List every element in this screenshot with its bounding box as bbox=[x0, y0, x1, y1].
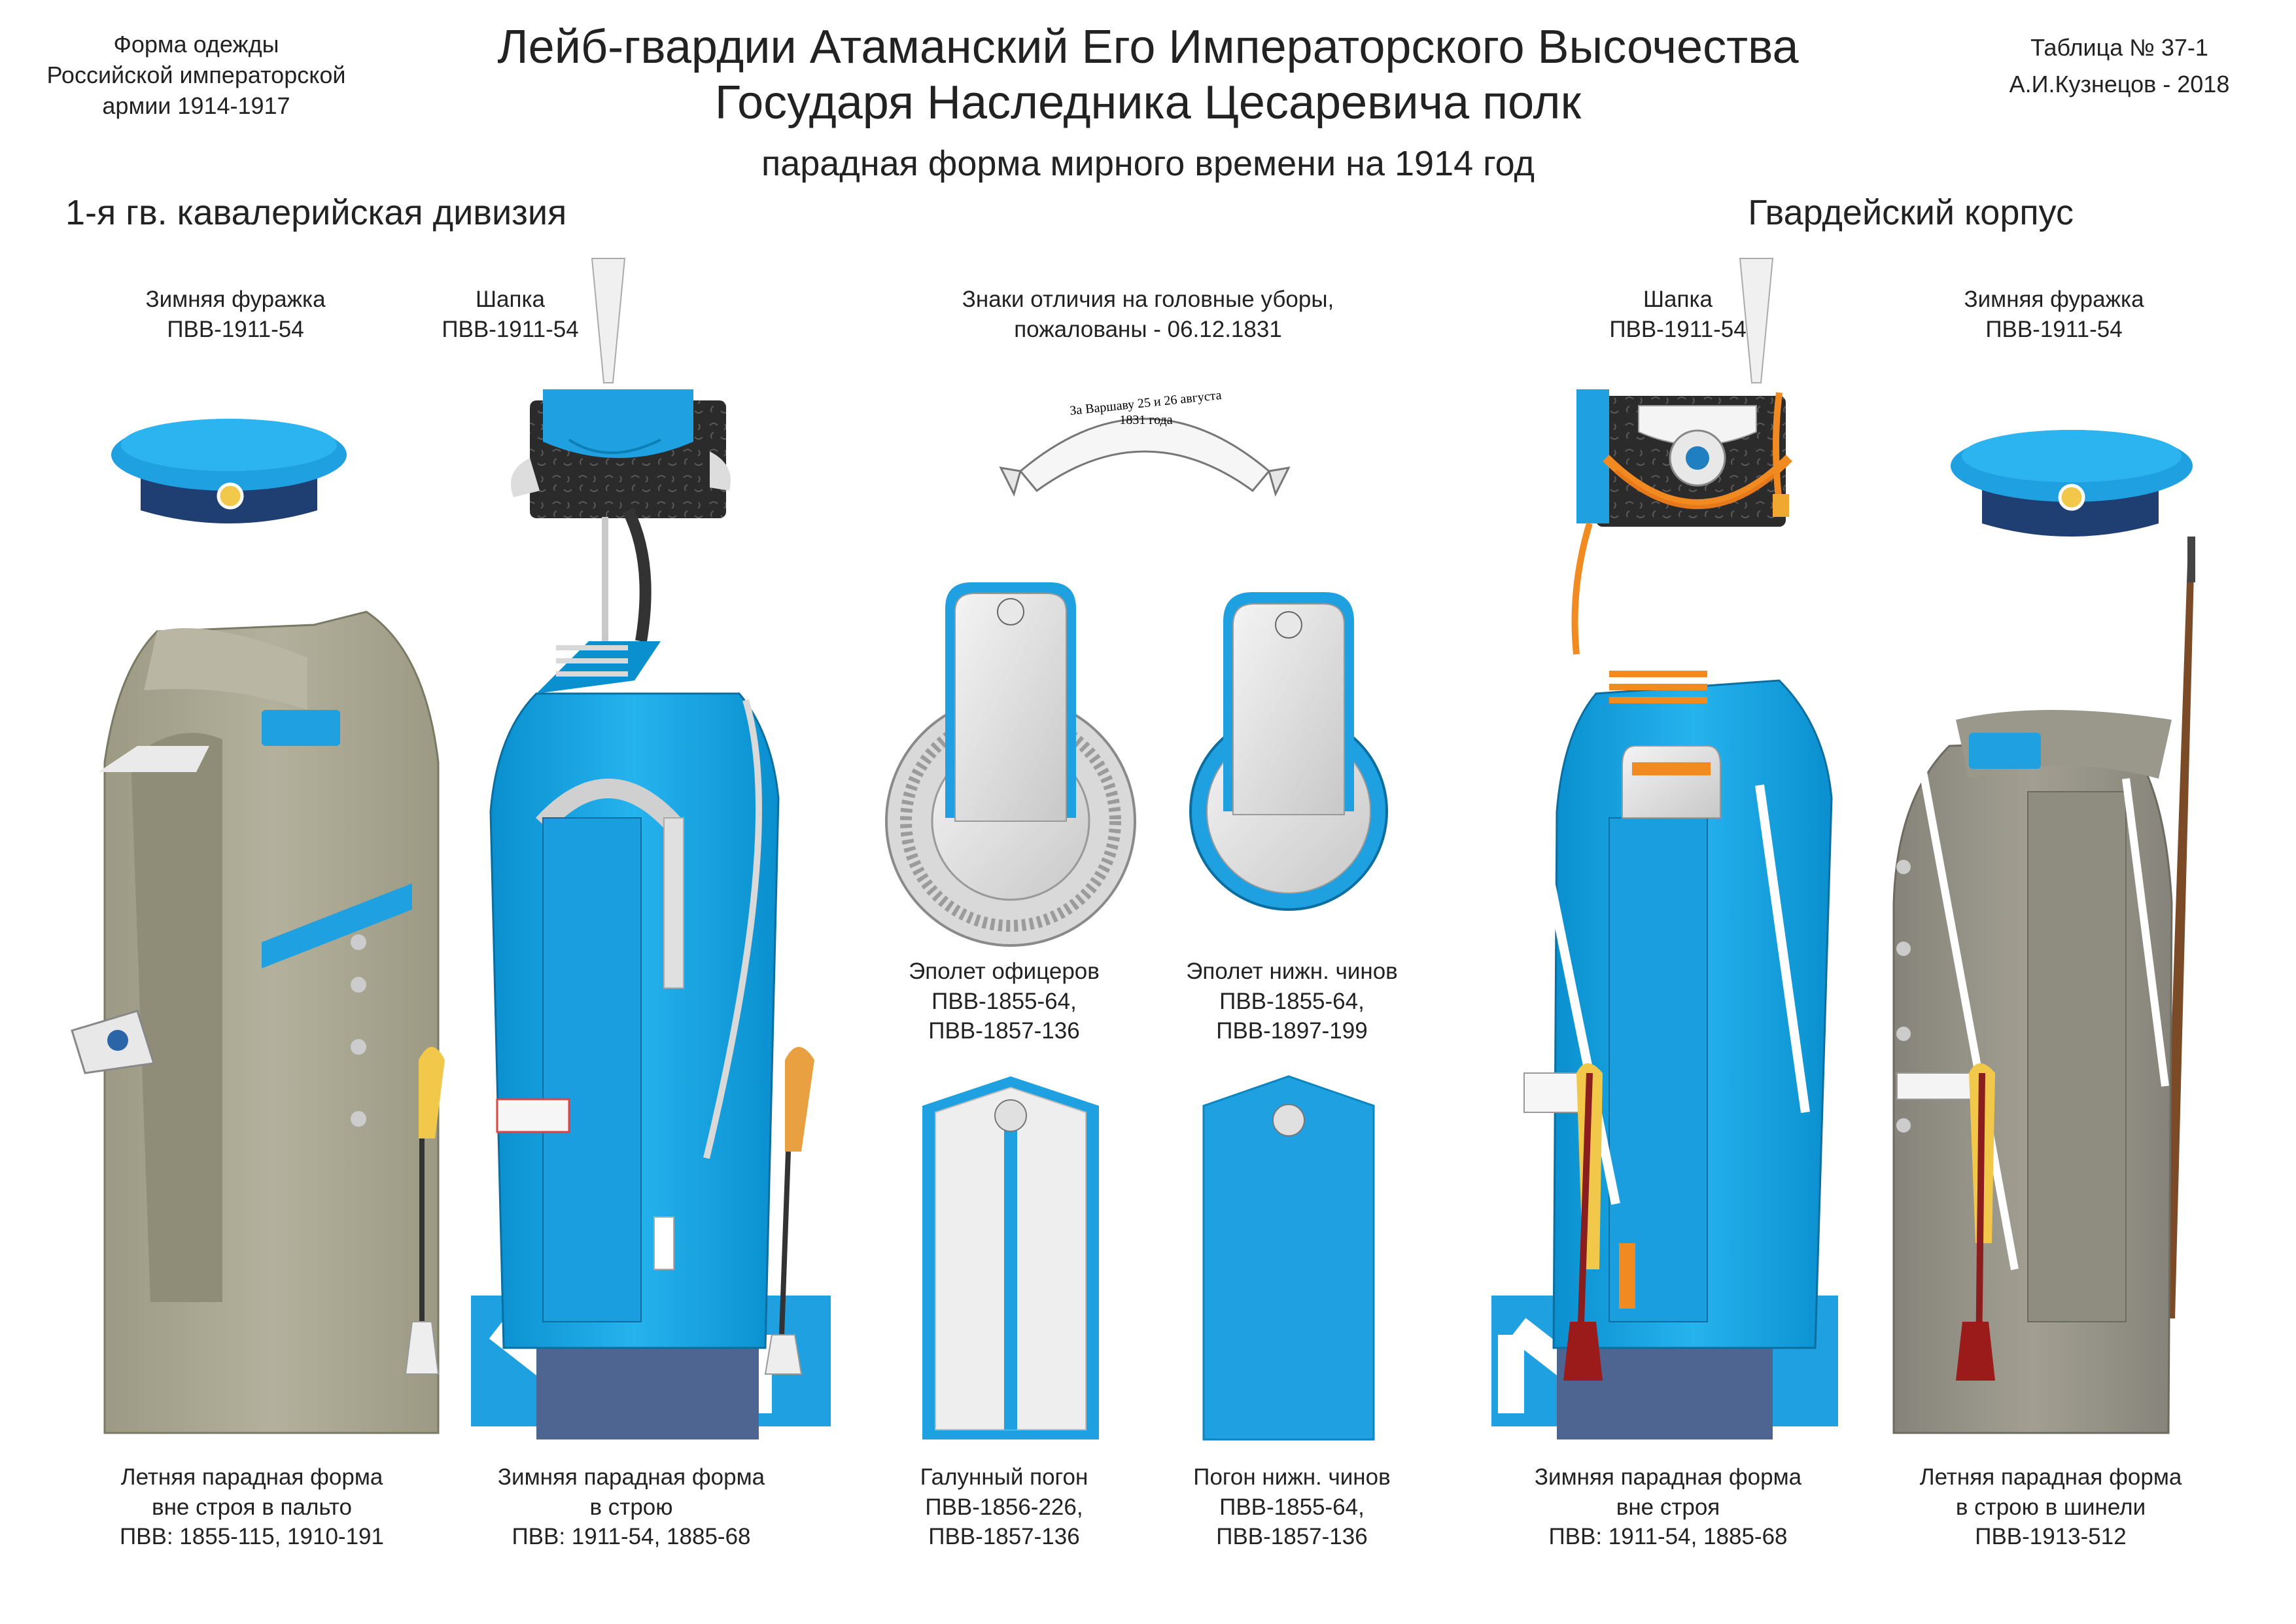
eagle-icon bbox=[1275, 611, 1302, 639]
ribbon-text-line-2: 1831 года bbox=[1119, 413, 1172, 427]
table-number: Таблица № 37-1 А.И.Кузнецов - 2018 bbox=[2009, 34, 2230, 97]
winter-cap-right bbox=[1951, 430, 2193, 537]
lower-ranks-epaulette bbox=[1189, 592, 1388, 911]
division-right-label: Гвардейский корпус bbox=[1748, 193, 2074, 232]
caption-cap-left: Зимняя фуражка ПВВ-1911-54 bbox=[145, 287, 326, 342]
caption-figure-1: Летняя парадная форма вне строя в пальто… bbox=[120, 1464, 384, 1549]
caption-shoulder-lower: Погон нижн. чинов ПВВ-1855-64, ПВВ-1857-… bbox=[1193, 1464, 1391, 1549]
officer-epaulette bbox=[885, 582, 1136, 947]
caption-epaulette-lower: Эполет нижн. чинов ПВВ-1855-64, ПВВ-1897… bbox=[1186, 959, 1398, 1044]
sash-icon bbox=[262, 883, 412, 968]
plume-icon bbox=[1739, 258, 1774, 383]
caption-figure-3: Зимняя парадная форма вне строя ПВВ: 191… bbox=[1534, 1464, 1802, 1549]
series-title: Форма одежды Российской императорской ар… bbox=[46, 31, 346, 119]
caption-shapka-left: Шапка ПВВ-1911-54 bbox=[442, 287, 579, 342]
eagle-icon bbox=[1272, 1104, 1305, 1137]
winter-cap-left bbox=[111, 419, 347, 523]
figure-summer-greatcoat-right bbox=[1892, 537, 2195, 1434]
star-icon bbox=[107, 1030, 128, 1051]
caption-figure-2: Зимняя парадная форма в строю ПВВ: 1911-… bbox=[497, 1464, 765, 1549]
caption-shoulder-officer: Галунный погон ПВВ-1856-226, ПВВ-1857-13… bbox=[920, 1464, 1088, 1549]
caption-badges: Знаки отличия на головные уборы, пожалов… bbox=[962, 287, 1334, 342]
figure-winter-parade-left bbox=[471, 641, 831, 1439]
caption-figure-4: Летняя парадная форма в строю в шинели П… bbox=[1919, 1464, 2182, 1549]
shapka-right bbox=[1571, 258, 1792, 655]
caption-shapka-right: Шапка ПВВ-1911-54 bbox=[1609, 287, 1747, 342]
page-subtitle: парадная форма мирного времени на 1914 г… bbox=[761, 144, 1535, 183]
plume-icon bbox=[591, 258, 626, 383]
caption-cap-right: Зимняя фуражка ПВВ-1911-54 bbox=[1964, 287, 2144, 342]
honour-ribbon-badge bbox=[999, 417, 1291, 497]
shoulder-board-icon bbox=[262, 710, 340, 746]
shoulder-board-icon bbox=[1969, 733, 2041, 769]
lower-ranks-shoulder-board bbox=[1202, 1075, 1375, 1441]
caption-epaulette-officer: Эполет офицеров ПВВ-1855-64, ПВВ-1857-13… bbox=[909, 959, 1100, 1044]
figure-summer-coat-left bbox=[71, 610, 445, 1434]
trouser-stripe-icon bbox=[1619, 1243, 1635, 1309]
eagle-icon bbox=[994, 1099, 1027, 1132]
page-title: Лейб-гвардии Атаманский Его Императорско… bbox=[497, 21, 1799, 129]
eagle-icon bbox=[997, 598, 1024, 626]
figure-winter-parade-right bbox=[1491, 671, 1838, 1439]
cockade-icon bbox=[217, 482, 244, 510]
division-left-label: 1-я гв. кавалерийская дивизия bbox=[65, 193, 567, 232]
officer-shoulder-board bbox=[922, 1076, 1099, 1439]
cockade-icon bbox=[2058, 484, 2085, 511]
shapka-left bbox=[510, 258, 731, 661]
